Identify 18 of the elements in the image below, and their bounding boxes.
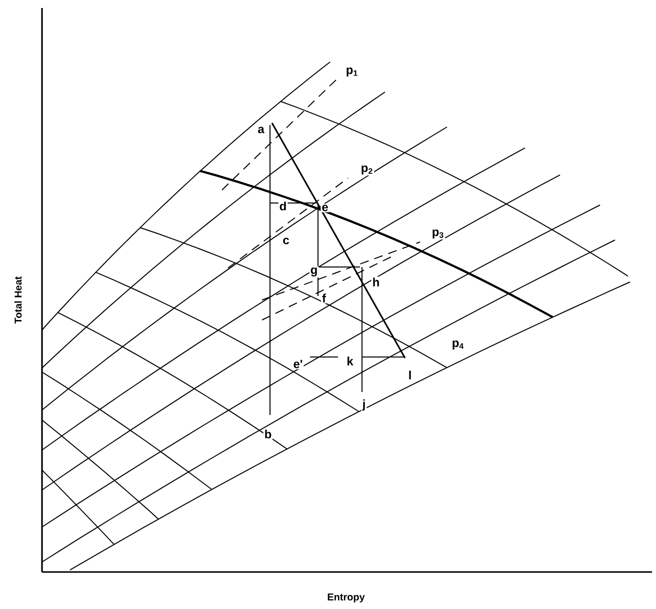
axis-title: Entropy: [326, 592, 366, 604]
point-label: e: [320, 204, 330, 212]
point-label: b: [263, 428, 273, 440]
point-label: j: [361, 398, 367, 412]
pressure-label: p$_{4}$: [450, 340, 466, 350]
point-label: f: [321, 292, 327, 304]
point-label: h: [371, 276, 381, 288]
point-label: g: [309, 266, 319, 278]
pressure-label: p$_{2}$: [360, 164, 374, 176]
pressure-label: p$_{3}$: [430, 228, 446, 240]
axis-title: Total Heat: [13, 275, 23, 325]
point-label: k: [346, 356, 354, 366]
point-label: l: [407, 370, 413, 380]
point-label: a: [256, 126, 266, 134]
point-label: e': [292, 358, 304, 370]
point-label: c: [282, 236, 290, 246]
pressure-label: p$_{1}$: [344, 66, 360, 78]
point-label: d: [278, 200, 288, 212]
